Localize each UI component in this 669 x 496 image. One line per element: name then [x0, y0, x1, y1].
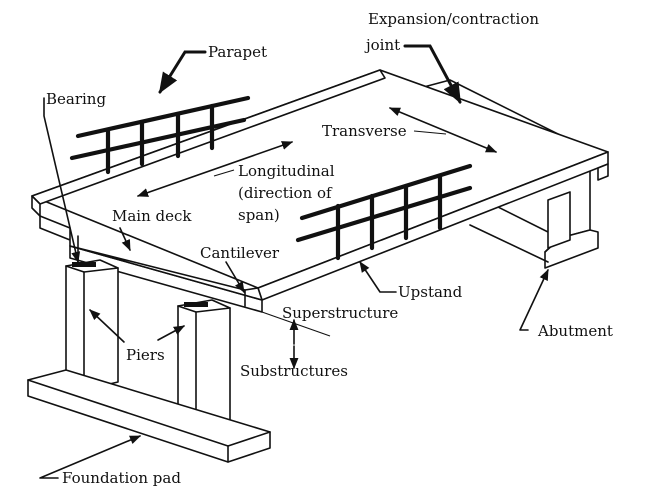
cantilever-leader — [225, 261, 245, 293]
label-bearing: Bearing — [46, 90, 106, 108]
piers-leader-right — [157, 325, 185, 341]
label-expansion-line1: Expansion/contraction — [368, 10, 539, 28]
abutment-leader — [519, 268, 549, 331]
label-main-deck: Main deck — [112, 207, 192, 225]
label-expansion-line2: joint — [364, 36, 400, 54]
leader-lines — [39, 44, 549, 479]
label-abutment: Abutment — [537, 322, 613, 340]
bearing-left — [72, 262, 96, 267]
parapet-leader — [158, 50, 207, 94]
bearing-leader — [43, 97, 81, 264]
label-foundation-pad: Foundation pad — [62, 469, 181, 487]
piers-leader-left — [89, 309, 125, 343]
abutment-column — [547, 191, 571, 249]
transverse-arrow — [388, 107, 498, 153]
labels: Expansion/contraction joint Parapet Bear… — [46, 10, 613, 487]
label-parapet: Parapet — [208, 43, 267, 61]
label-upstand: Upstand — [398, 283, 463, 301]
foundation-pad-body — [27, 369, 271, 463]
pier-left — [65, 259, 119, 391]
expansion-joint-leader — [403, 44, 462, 104]
foundation-pad — [27, 369, 271, 463]
label-superstructure: Superstructure — [282, 304, 398, 322]
foundation-pad-leader — [39, 435, 142, 479]
bearing-right — [184, 302, 208, 307]
longitudinal-arrow — [136, 141, 294, 197]
label-longitudinal-line2: (direction of — [238, 184, 333, 202]
label-longitudinal-line3: span) — [238, 206, 280, 224]
label-piers: Piers — [126, 346, 165, 364]
label-transverse: Transverse — [322, 122, 407, 140]
parapet-near — [295, 163, 473, 261]
label-longitudinal-line1: Longitudinal — [238, 162, 335, 180]
label-cantilever: Cantilever — [200, 244, 280, 262]
upstand-leader — [359, 261, 397, 293]
pier-left-body — [65, 259, 119, 391]
main-deck-leader — [119, 227, 131, 252]
label-substructures: Substructures — [240, 362, 348, 380]
